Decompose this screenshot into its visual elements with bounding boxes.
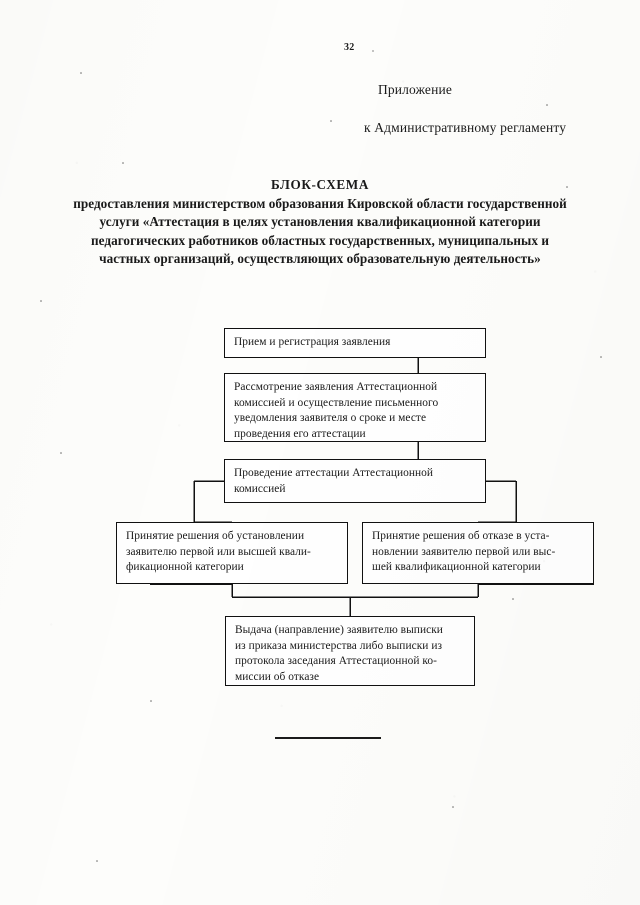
flow-node-review-line-2: комиссией и осуществление письменного	[234, 396, 439, 409]
title-line-4: областных государственных, муниципальных…	[99, 232, 550, 267]
flow-node-refuse-line-3: шей квалификационной категории	[372, 561, 541, 574]
flow-node-issue: Выдача (направление) заявителю выписки и…	[225, 616, 475, 686]
flow-node-intake-line-1: Прием и регистрация заявления	[234, 336, 391, 348]
flow-node-issue-line-2: из приказа министерства либо выписки из	[235, 639, 443, 652]
flow-node-attestation: Проведение аттестации Аттестационной ком…	[224, 459, 486, 503]
scan-speck	[566, 186, 568, 188]
title-line-2: государственной услуги «Аттестация в цел…	[99, 195, 567, 230]
flow-node-approve-line-1: Принятие решения об установлении	[126, 530, 305, 542]
scan-speck	[330, 120, 332, 122]
flow-node-review-line-4: проведения его аттестации	[234, 427, 366, 440]
flow-node-issue-line-3: протокола заседания Аттестационной ко-	[235, 655, 437, 668]
flow-node-review-line-3: уведомления заявителя о сроке и месте	[234, 412, 427, 425]
flow-node-attestation-line-1: Проведение аттестации Аттестационной	[234, 467, 434, 479]
scan-speck	[96, 860, 98, 862]
flow-node-refuse: Принятие решения об отказе в уста- новле…	[362, 522, 594, 584]
title-line-1: предоставления министерством образования…	[73, 195, 464, 211]
flow-node-refuse-line-2: новлении заявителю первой или выс-	[372, 545, 556, 558]
title-heading: БЛОК-СХЕМА	[271, 177, 369, 192]
flow-node-review-line-1: Рассмотрение заявления Аттестационной	[234, 381, 438, 393]
flow-node-approve-line-2: заявителю первой или высшей квали-	[126, 545, 311, 558]
page-title: БЛОК-СХЕМА предоставления министерством …	[68, 176, 572, 269]
page-number: 32	[344, 42, 355, 53]
bottom-divider-rule	[275, 737, 381, 740]
scan-speck	[452, 806, 454, 808]
flow-node-approve: Принятие решения об установлении заявите…	[116, 522, 348, 584]
scan-speck	[122, 162, 124, 164]
scan-speck	[546, 104, 548, 106]
flow-node-approve-line-3: фикационной категории	[126, 561, 244, 574]
flow-node-intake: Прием и регистрация заявления	[224, 328, 486, 358]
flow-node-review: Рассмотрение заявления Аттестационной ко…	[224, 373, 486, 442]
scan-speck	[150, 700, 152, 702]
flow-node-issue-line-4: миссии об отказе	[235, 670, 320, 683]
scan-speck	[600, 356, 602, 358]
flow-node-issue-line-1: Выдача (направление) заявителю выписки	[235, 624, 443, 636]
scan-speck	[40, 300, 42, 302]
title-line-5: организаций, осуществляющих образователь…	[153, 251, 541, 267]
scan-speck	[372, 50, 374, 52]
scan-speck	[80, 72, 82, 74]
scan-speck	[512, 598, 514, 600]
title-line-3: квалификационной категории педагогически…	[90, 214, 541, 248]
scan-speck	[60, 452, 62, 454]
flow-node-attestation-line-2: комиссией	[234, 482, 286, 495]
flow-node-refuse-line-1: Принятие решения об отказе в уста-	[372, 530, 550, 542]
appendix-label: Приложение	[378, 82, 452, 97]
appendix-reference: к Административному регламенту	[364, 120, 567, 135]
